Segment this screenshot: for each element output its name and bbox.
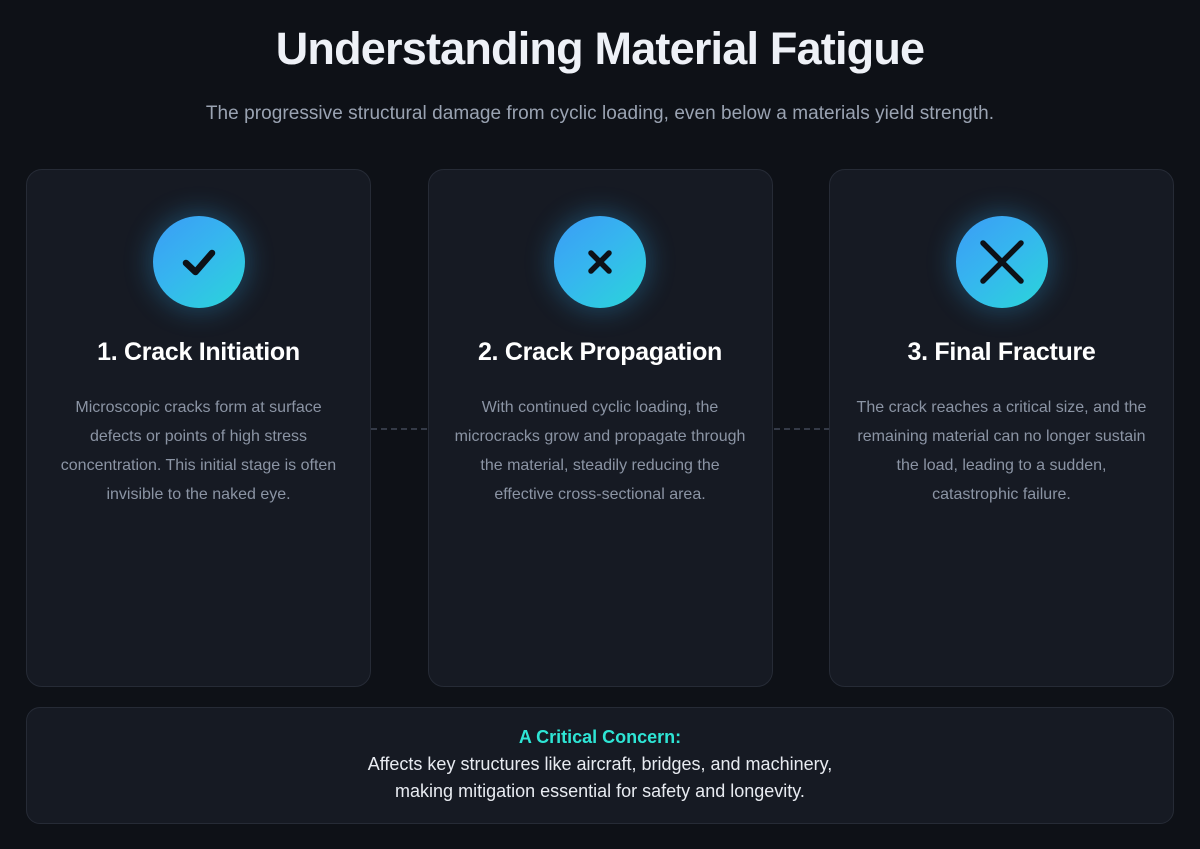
banner-heading: A Critical Concern:: [518, 727, 682, 748]
stage-icon-wrapper: [852, 216, 1151, 309]
stage-card-crack-propagation[interactable]: 2. Crack Propagation With continued cycl…: [427, 169, 773, 688]
stage-icon-wrapper: [49, 216, 348, 309]
stage-description: Microscopic cracks form at surface defec…: [60, 399, 337, 504]
banner-line-2: making mitigation essential for safety a…: [395, 781, 805, 802]
stage-title: 2. Crack Propagation: [477, 338, 723, 367]
stage-title: 3. Final Fracture: [907, 338, 1096, 367]
stage-icon-wrapper: [451, 216, 750, 309]
x-icon: [955, 216, 1048, 309]
page-subtitle: The progressive structural damage from c…: [205, 103, 995, 125]
stage-card-crack-initiation[interactable]: 1. Crack Initiation Microscopic cracks f…: [26, 169, 371, 688]
stage-card-final-fracture[interactable]: 3. Final Fracture The crack reaches a cr…: [829, 169, 1174, 688]
header: Understanding Material Fatigue The progr…: [26, 0, 1174, 125]
page-title: Understanding Material Fatigue: [275, 23, 925, 74]
critical-concern-banner: A Critical Concern: Affects key structur…: [26, 707, 1174, 825]
stage-description: With continued cyclic loading, the micro…: [454, 399, 746, 504]
connector-dashed-line-1: [371, 428, 427, 431]
x-icon: [554, 216, 646, 309]
connector-dashed-line-2: [774, 428, 830, 431]
stage-cards-row: 1. Crack Initiation Microscopic cracks f…: [26, 169, 1174, 688]
banner-line-1: Affects key structures like aircraft, br…: [367, 754, 833, 775]
stage-title: 1. Crack Initiation: [97, 338, 300, 367]
check-icon: [152, 216, 245, 309]
stage-description: The crack reaches a critical size, and t…: [856, 399, 1147, 504]
